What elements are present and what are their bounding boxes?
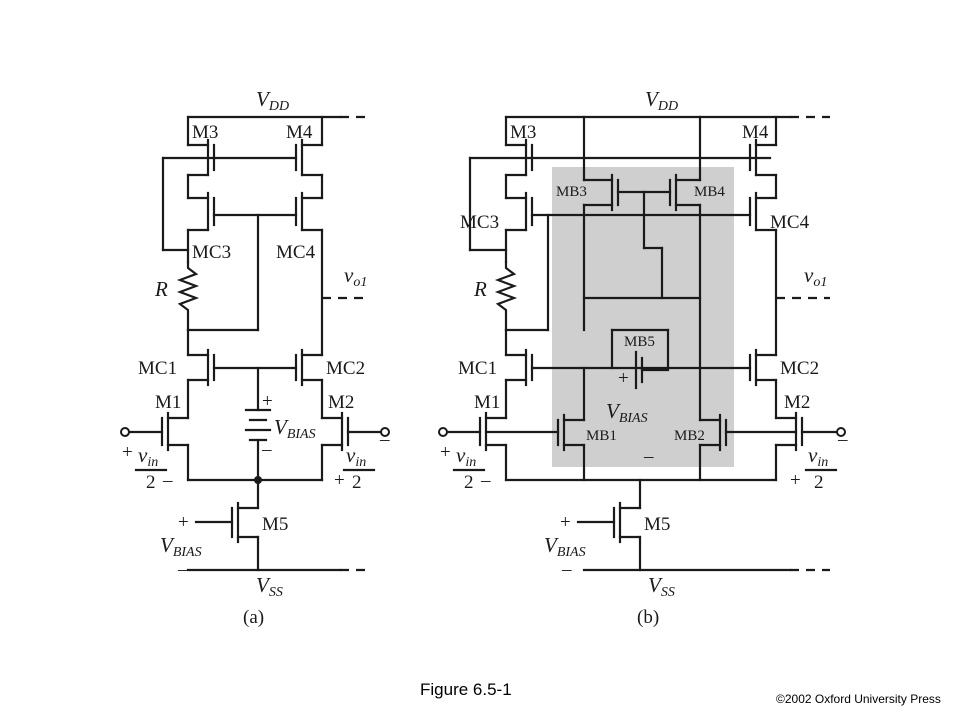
mc4-label-a: MC4: [276, 242, 316, 263]
m4-label-a: M4: [286, 122, 313, 143]
vdd-label-a: VDD: [256, 87, 289, 114]
vin-plus-a-left: +: [122, 442, 133, 463]
figure-caption: Figure 6.5-1: [420, 680, 512, 699]
m5-label-a: M5: [262, 514, 288, 535]
vin-plus-b-left: +: [440, 442, 451, 463]
vin-label-b-left: vin: [456, 443, 476, 470]
circuit-a: VDD M3 M4 MC3 MC4: [120, 87, 390, 628]
vbias-label-b: VBIAS: [606, 399, 648, 426]
m5-plus-a: +: [178, 512, 189, 533]
subfig-a-label: (a): [243, 607, 264, 628]
vdd-label-b: VDD: [645, 87, 678, 114]
m2-label-b: M2: [784, 392, 810, 413]
mc3-label-b: MC3: [460, 212, 499, 233]
vin-two-b-right: 2: [814, 472, 824, 493]
vin-plus-b-right: +: [790, 470, 801, 491]
vbias-label-a: VBIAS: [274, 415, 316, 442]
vin-label-a-left: vin: [138, 443, 158, 470]
vo1-label-a: vo1: [344, 263, 367, 290]
m2-label-a: M2: [328, 392, 354, 413]
m5-label-b: M5: [644, 514, 670, 535]
vin-minus-a-left: –: [162, 470, 173, 491]
vin-minus-b-left: –: [480, 470, 491, 491]
vin-minus-a-right: –: [379, 429, 390, 450]
copyright-notice: ©2002 Oxford University Press: [776, 692, 941, 706]
vss-label-b: VSS: [648, 573, 675, 600]
m5-minus-a: –: [177, 559, 188, 580]
vin-label-a-right: vin: [346, 443, 366, 470]
vin-label-b-right: vin: [808, 443, 828, 470]
r-label-a: R: [154, 277, 168, 301]
mc2-label-b: MC2: [780, 358, 819, 379]
mb5-plus: +: [618, 368, 629, 389]
mb2-label: MB2: [674, 428, 705, 444]
mb1-label: MB1: [586, 428, 617, 444]
mc2-label-a: MC2: [326, 358, 365, 379]
vo1-label-b: vo1: [804, 263, 827, 290]
mc1-label-b: MC1: [458, 358, 497, 379]
mb4-label: MB4: [694, 184, 725, 200]
subfig-b-label: (b): [637, 607, 659, 628]
vss-label-a: VSS: [256, 573, 283, 600]
m5-minus-b: –: [561, 559, 572, 580]
m1-label-b: M1: [474, 392, 500, 413]
vbias-minus-a: –: [261, 439, 272, 460]
m5-vbias-b: VBIAS: [544, 533, 586, 560]
vin-two-a-left: 2: [146, 472, 156, 493]
mc1-label-a: MC1: [138, 358, 177, 379]
m3-label-b: M3: [510, 122, 536, 143]
vbias-plus-a: +: [262, 391, 273, 412]
vin-two-a-right: 2: [352, 472, 362, 493]
r-label-b: R: [473, 277, 487, 301]
mc3-label-a: MC3: [192, 242, 231, 263]
mb5-label: MB5: [624, 334, 655, 350]
m3-label-a: M3: [192, 122, 218, 143]
circuit-b: VDD M3 M4 MC3 MC4: [438, 87, 848, 628]
mb3-label: MB3: [556, 184, 587, 200]
m4-label-b: M4: [742, 122, 769, 143]
m5-vbias-a: VBIAS: [160, 533, 202, 560]
vin-two-b-left: 2: [464, 472, 474, 493]
vbias-minus-b: –: [643, 446, 654, 467]
m5-plus-b: +: [560, 512, 571, 533]
m1-label-a: M1: [155, 392, 181, 413]
vin-minus-b-right: –: [837, 429, 848, 450]
mc4-label-b: MC4: [770, 212, 810, 233]
vin-plus-a-right: +: [334, 470, 345, 491]
